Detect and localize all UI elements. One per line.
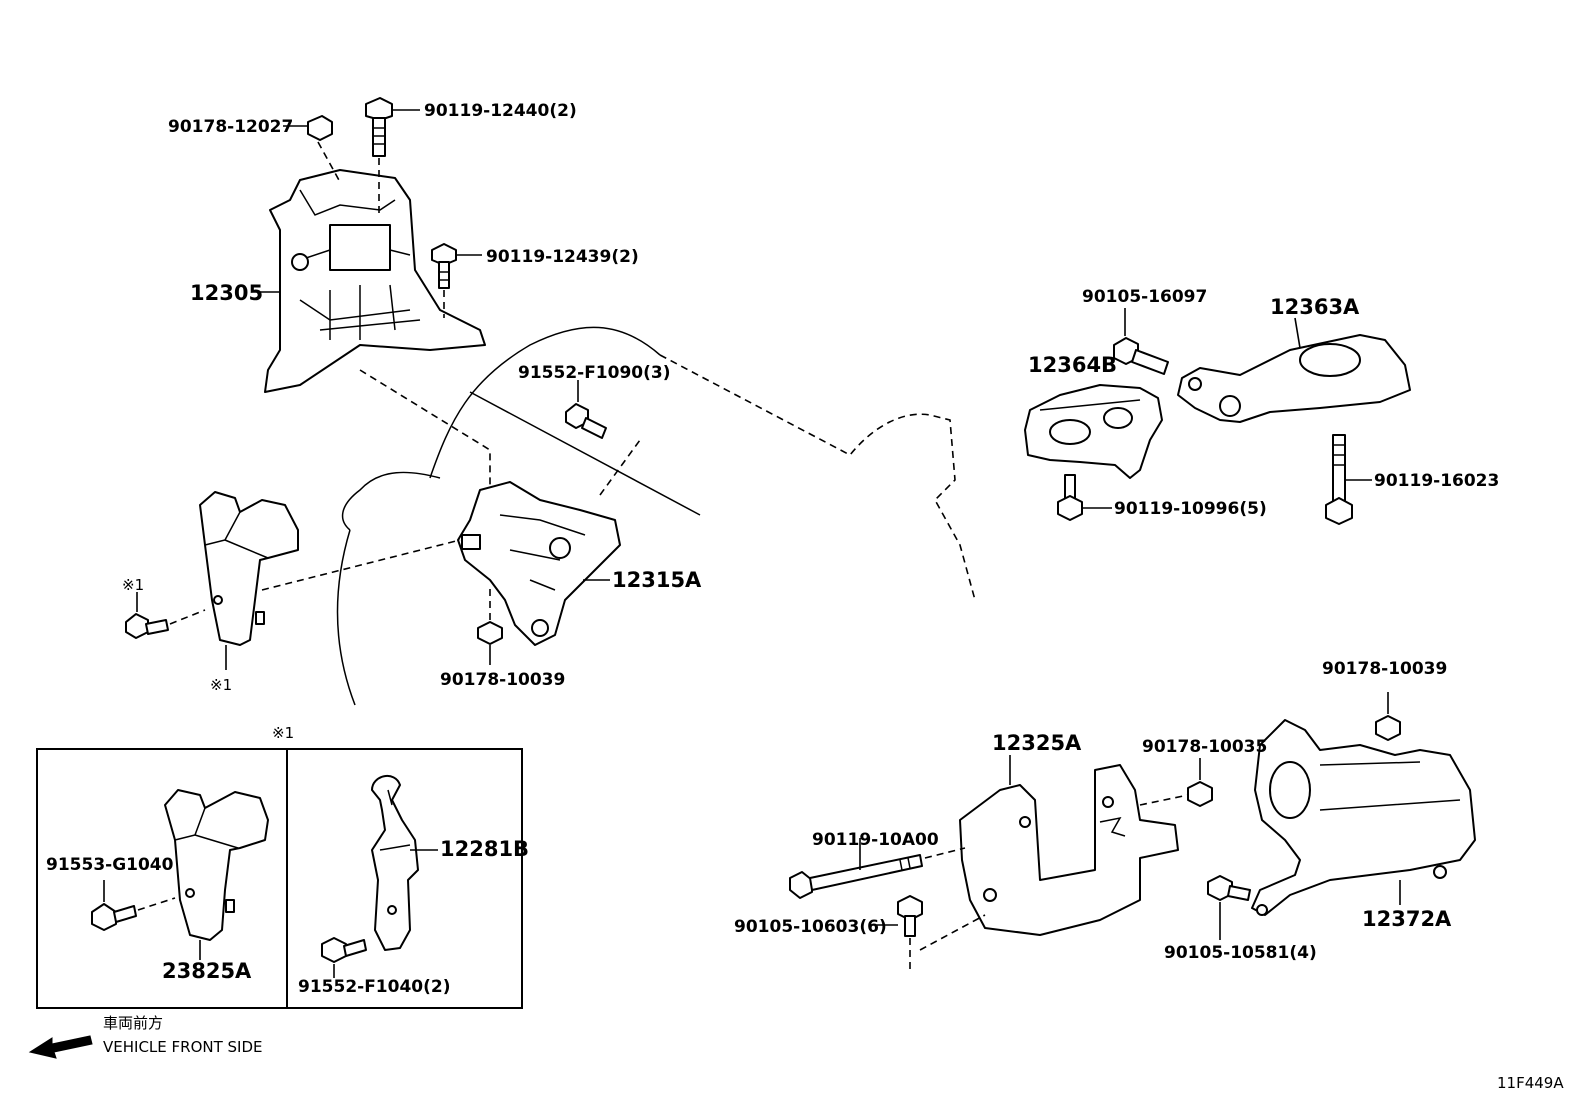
- rod-12363A[interactable]: [1177, 334, 1411, 423]
- label-90119-10A00: 90119-10A00: [812, 830, 939, 850]
- label-ref1-top: ※1: [122, 576, 144, 594]
- bolt-91553-G1040[interactable]: [91, 903, 137, 931]
- label-12281B: 12281B: [440, 837, 529, 861]
- nut-90178-12027[interactable]: [307, 115, 333, 141]
- label-90178-10035: 90178-10035: [1142, 737, 1267, 757]
- nut-90178-10039-a[interactable]: [477, 621, 503, 645]
- bolt-91552-F1040[interactable]: [321, 937, 367, 963]
- label-12315A: 12315A: [612, 568, 702, 592]
- front-arrow-icon: [28, 1035, 93, 1059]
- bracket-23825A[interactable]: [164, 789, 269, 941]
- label-front-en: VEHICLE FRONT SIDE: [103, 1038, 263, 1056]
- label-12364B: 12364B: [1028, 353, 1117, 377]
- bolt-90119-12439[interactable]: [431, 243, 457, 289]
- bolt-90119-12440[interactable]: [365, 97, 393, 157]
- label-90119-12440: 90119-12440(2): [424, 101, 577, 121]
- bolt-90119-16023[interactable]: [1325, 434, 1353, 525]
- bolt-90119-10A00[interactable]: [789, 854, 923, 899]
- label-90119-12439: 90119-12439(2): [486, 247, 639, 267]
- label-ref1-box: ※1: [272, 724, 294, 742]
- drawing-id: 11F449A: [1497, 1074, 1564, 1092]
- label-front-jp: 車両前方: [103, 1014, 163, 1032]
- bracket-12325A[interactable]: [959, 764, 1179, 936]
- label-91552-F1090: 91552-F1090(3): [518, 363, 671, 383]
- label-12372A: 12372A: [1362, 907, 1452, 931]
- bracket-12281B[interactable]: [371, 775, 419, 951]
- engine-outline: [336, 326, 976, 706]
- bracket-12364B[interactable]: [1024, 384, 1163, 479]
- nut-90178-10039-b[interactable]: [1375, 715, 1401, 741]
- bolt-ref1[interactable]: [125, 613, 169, 639]
- label-90105-16097: 90105-16097: [1082, 287, 1207, 307]
- label-90178-12027: 90178-12027: [168, 117, 293, 137]
- label-23825A: 23825A: [162, 959, 252, 983]
- label-90105-10603: 90105-10603(6): [734, 917, 887, 937]
- bracket-12315A[interactable]: [457, 481, 621, 646]
- detail-box: [36, 748, 523, 1009]
- engine-mount-12305[interactable]: [264, 169, 486, 393]
- label-91552-F1040: 91552-F1040(2): [298, 977, 451, 997]
- label-90105-10581: 90105-10581(4): [1164, 943, 1317, 963]
- label-90178-10039-a: 90178-10039: [440, 670, 565, 690]
- label-90119-16023: 90119-16023: [1374, 471, 1499, 491]
- label-12325A: 12325A: [992, 731, 1082, 755]
- bolt-90105-10603[interactable]: [897, 895, 923, 937]
- label-ref1-bottom: ※1: [210, 676, 232, 694]
- bracket-ref1[interactable]: [199, 491, 299, 646]
- bolt-90105-16097[interactable]: [1113, 337, 1169, 375]
- mount-12372A[interactable]: [1251, 719, 1476, 916]
- nut-90178-10035[interactable]: [1187, 781, 1213, 807]
- label-12305: 12305: [190, 281, 263, 305]
- label-12363A: 12363A: [1270, 295, 1360, 319]
- label-90119-10996: 90119-10996(5): [1114, 499, 1267, 519]
- label-91553-G1040: 91553-G1040: [46, 855, 174, 875]
- bolt-90105-10581[interactable]: [1207, 875, 1251, 901]
- label-90178-10039-b: 90178-10039: [1322, 659, 1447, 679]
- bolt-91552-F1090[interactable]: [565, 403, 607, 439]
- bolt-90119-10996[interactable]: [1057, 474, 1083, 521]
